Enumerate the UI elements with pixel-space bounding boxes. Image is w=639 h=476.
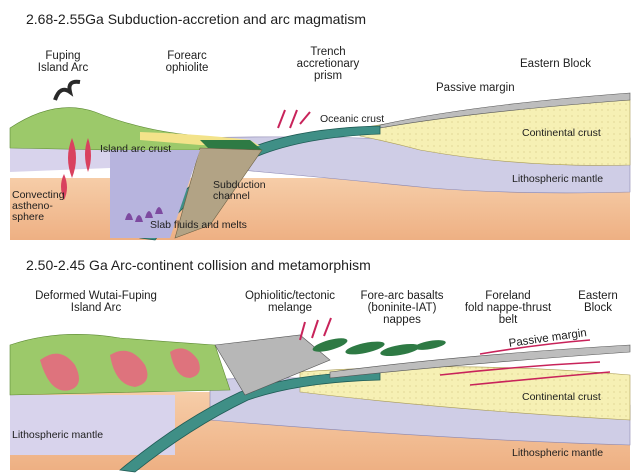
forearc-basalts-line2: (boninite-IAT) — [352, 302, 452, 314]
foreland-line3: belt — [458, 314, 558, 326]
lith-mantle-right-bottom-label: Lithospheric mantle — [512, 448, 603, 459]
continental-crust-bottom-label: Continental crust — [522, 392, 601, 403]
lithospheric-mantle-label: Lithospheric mantle — [512, 174, 603, 185]
forearc-basalts-line3: nappes — [352, 314, 452, 326]
foreland-line1: Foreland — [458, 290, 558, 302]
deformed-line2: Island Arc — [26, 302, 166, 314]
forearc-ophiolite-label: Forearc ophiolite — [152, 50, 222, 74]
forearc-label-line1: Forearc — [152, 50, 222, 62]
top-volcano-plume — [55, 82, 80, 100]
foreland-belt-label: Foreland fold nappe-thrust belt — [458, 290, 558, 326]
passive-margin-label: Passive margin — [436, 82, 515, 94]
fuping-label-line2: Island Arc — [28, 62, 98, 74]
convecting-asthenosphere-label: Convecting astheno- sphere — [12, 190, 65, 223]
eastern-block-label: Eastern Block — [520, 58, 591, 70]
bottom-uplift-arrows — [300, 318, 331, 340]
top-panel-title: 2.68-2.55Ga Subduction-accretion and arc… — [26, 12, 366, 27]
bottom-panel-title: 2.50-2.45 Ga Arc-continent collision and… — [26, 258, 371, 273]
forearc-label-line2: ophiolite — [152, 62, 222, 74]
oceanic-crust-label: Oceanic crust — [320, 114, 384, 125]
fuping-label-line1: Fuping — [28, 50, 98, 62]
top-section — [10, 82, 630, 240]
lith-mantle-left-bottom-label: Lithospheric mantle — [12, 430, 103, 441]
eastern-block-bottom-label: Eastern Block — [570, 290, 626, 314]
top-arrows — [278, 110, 310, 128]
forearc-basalts-line1: Fore-arc basalts — [352, 290, 452, 302]
island-arc-crust-label: Island arc crust — [100, 144, 171, 155]
eastern-line1: Eastern — [570, 290, 626, 302]
trench-label-line2: accretionary — [288, 58, 368, 70]
ophiolitic-line2: melange — [235, 302, 345, 314]
trench-label: Trench accretionary prism — [288, 46, 368, 82]
deformed-line1: Deformed Wutai-Fuping — [26, 290, 166, 302]
forearc-basalts-label: Fore-arc basalts (boninite-IAT) nappes — [352, 290, 452, 326]
trench-label-line3: prism — [288, 70, 368, 82]
foreland-line2: fold nappe-thrust — [458, 302, 558, 314]
convecting-line3: sphere — [12, 212, 65, 223]
ophiolitic-line1: Ophiolitic/tectonic — [235, 290, 345, 302]
continental-crust-label: Continental crust — [522, 128, 601, 139]
fuping-label: Fuping Island Arc — [28, 50, 98, 74]
subduction-line2: channel — [213, 191, 266, 202]
top-lith-mantle-left — [10, 148, 110, 172]
slab-fluids-label: Slab fluids and melts — [150, 220, 247, 231]
eastern-line2: Block — [570, 302, 626, 314]
trench-label-line1: Trench — [288, 46, 368, 58]
subduction-channel-label: Subduction channel — [213, 180, 266, 202]
ophiolitic-melange-label: Ophiolitic/tectonic melange — [235, 290, 345, 314]
bottom-forearc-nappes — [311, 336, 446, 359]
deformed-arc-label: Deformed Wutai-Fuping Island Arc — [26, 290, 166, 314]
